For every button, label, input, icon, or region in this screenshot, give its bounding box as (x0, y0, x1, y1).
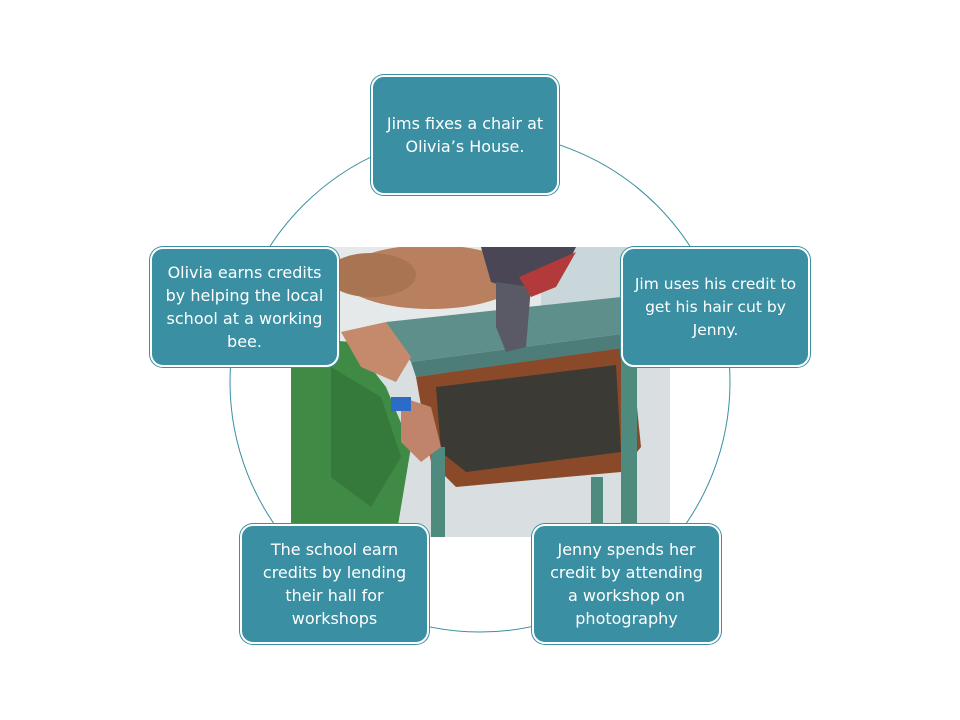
cycle-step-5-text: Olivia earns credits by helping the loca… (165, 263, 324, 351)
cycle-step-5: Olivia earns credits by helping the loca… (150, 247, 339, 367)
cycle-step-3: Jenny spends her credit by attending a w… (532, 524, 721, 644)
cycle-step-3-text: Jenny spends her credit by attending a w… (550, 540, 703, 628)
cycle-step-1-text: Jims fixes a chair at Olivia’s House. (386, 114, 544, 156)
chair-repair-photo (291, 247, 670, 537)
cycle-step-4: The school earn credits by lending their… (240, 524, 429, 644)
cycle-step-4-text: The school earn credits by lending their… (262, 540, 407, 628)
cycle-step-2: Jim uses his credit to get his hair cut … (621, 247, 810, 367)
cycle-step-1: Jims fixes a chair at Olivia’s House. (371, 75, 559, 195)
cycle-step-2-text: Jim uses his credit to get his hair cut … (634, 274, 797, 339)
